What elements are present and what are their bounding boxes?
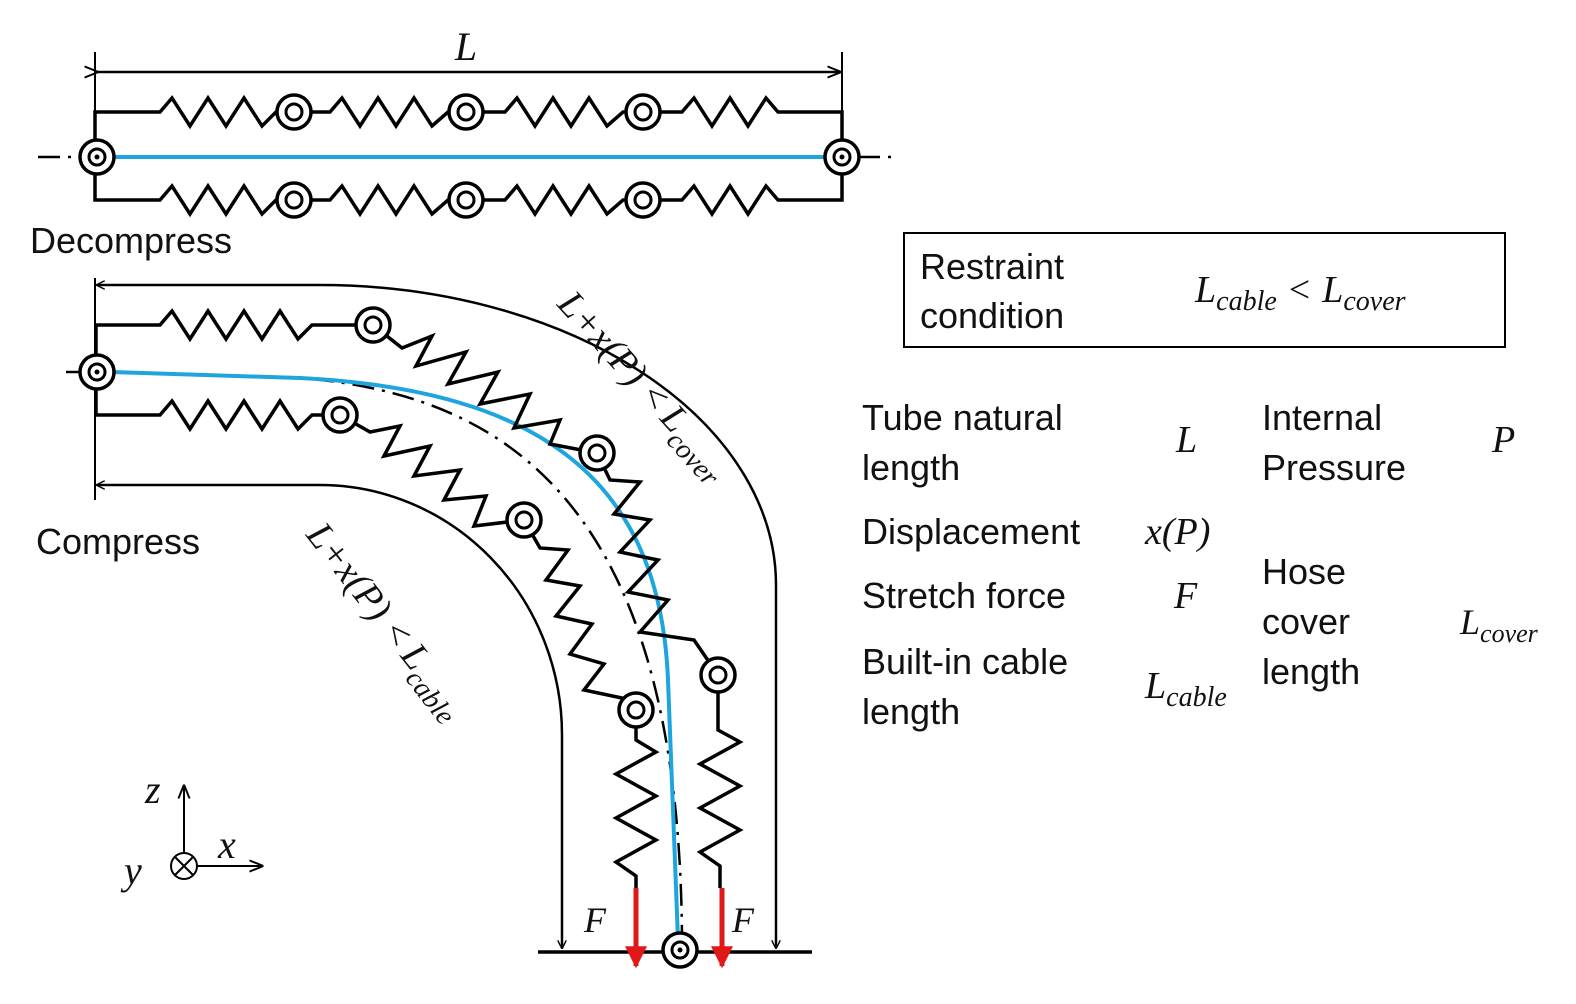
legend-displacement: Displacement: [862, 511, 1080, 552]
legend-displacement-symbol: x(P): [1144, 511, 1210, 553]
lower-spring-chain: [93, 157, 844, 218]
upper-spring-chain: [93, 94, 844, 157]
node-upper-1: [275, 93, 313, 131]
node-lower-3: [624, 181, 662, 219]
legend-tube-length-line1: Tube natural: [862, 397, 1063, 438]
coordinate-axes: z x y: [120, 767, 262, 893]
node-bent-outer-1: [354, 306, 392, 344]
bent-outer-spring-chain: [94, 307, 744, 888]
legend-pressure-symbol: P: [1491, 419, 1515, 461]
legend-cable-length-line2: length: [862, 691, 960, 732]
node-lower-2: [447, 181, 485, 219]
node-top-left-end: [78, 138, 116, 176]
legend-cable-length-symbol: Lcable: [1144, 665, 1227, 713]
legend-tube-length-symbol: L: [1175, 419, 1197, 461]
node-bent-inner-3: [617, 691, 655, 729]
legend-cover-length-line1: Hose: [1262, 551, 1346, 592]
legend-cover-length-symbol: Lcover: [1459, 602, 1539, 648]
legend-stretch-force: Stretch force: [862, 575, 1066, 616]
force-label-right: F: [731, 900, 755, 940]
legend-pressure-line1: Internal: [1262, 397, 1382, 438]
symbol-legend: Tube natural length L Displacement x(P) …: [862, 397, 1539, 732]
legend-cover-length-line3: length: [1262, 651, 1360, 692]
restraint-condition-box: Restraint condition Lcable<Lcover: [903, 232, 1506, 348]
legend-pressure-line2: Pressure: [1262, 447, 1406, 488]
node-bent-bottom-end: [661, 931, 699, 969]
inner-relation-label: L+x(P) <Lcable: [291, 514, 476, 731]
force-label-left: F: [583, 900, 607, 940]
legend-tube-length-line2: length: [862, 447, 960, 488]
legend-stretch-force-symbol: F: [1173, 575, 1198, 617]
node-top-right-end: [823, 138, 861, 176]
compress-label: Compress: [36, 521, 200, 562]
decompress-tube: L Decompress: [30, 24, 898, 261]
legend-cover-length-line2: cover: [1262, 601, 1350, 642]
node-bent-inner-2: [505, 501, 543, 539]
bent-cable-line: [111, 370, 680, 941]
node-upper-3: [624, 93, 662, 131]
node-upper-2: [447, 93, 485, 131]
z-axis-label: z: [144, 767, 161, 812]
decompress-label: Decompress: [30, 220, 232, 261]
y-axis-label: y: [120, 848, 142, 893]
y-axis-into-page-icon: [170, 852, 198, 880]
node-bent-outer-3: [699, 656, 737, 694]
restraint-expression: Lcable<Lcover: [1194, 269, 1406, 317]
node-bent-inner-1: [321, 396, 359, 434]
compress-tube: F F L+x(P) <Lcover L+x(P) <Lcable Compre…: [36, 278, 812, 969]
restraint-label-line1: Restraint: [920, 246, 1064, 287]
node-bent-outer-2: [578, 434, 616, 472]
bent-inner-spring-chain: [94, 372, 660, 888]
length-label: L: [454, 24, 477, 69]
restraint-label-line2: condition: [920, 295, 1064, 336]
node-bent-left-end: [78, 353, 116, 391]
outer-cover-arc: [97, 285, 776, 948]
x-axis-label: x: [217, 822, 236, 867]
inner-cable-arc: [97, 485, 562, 948]
legend-cable-length-line1: Built-in cable: [862, 641, 1068, 682]
node-lower-1: [275, 181, 313, 219]
